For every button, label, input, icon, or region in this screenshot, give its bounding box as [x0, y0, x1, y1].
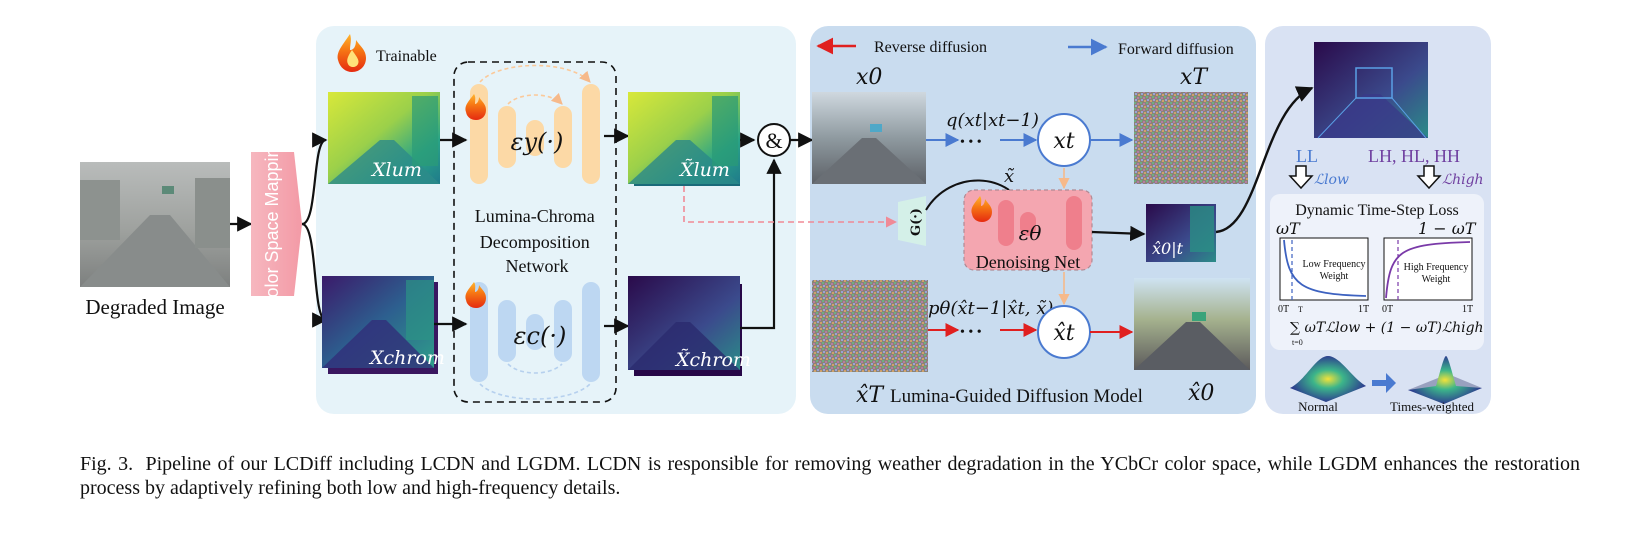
low-plot-axis-start: 0T [1278, 304, 1289, 315]
xt-label: xt [1053, 129, 1074, 154]
arrow-chrom-to-merge [740, 158, 782, 330]
x0-image [812, 92, 926, 184]
xT-hat-label: x̂T [856, 383, 885, 408]
g-function-block [898, 196, 926, 246]
p-expression: pθ(x̂t−1|x̂t, x̃) [928, 298, 1053, 319]
normal-label: Normal [1298, 399, 1338, 414]
arrow-to-lum [301, 132, 328, 226]
denoising-net-label: Denoising Net [976, 252, 1080, 272]
eps-theta-label: εθ [1019, 221, 1042, 245]
fire-icon [465, 94, 486, 120]
lcdn-name-line1: Lumina-Chroma [475, 206, 595, 226]
high-down-arrow [1416, 165, 1442, 190]
eps-c-label: εc(·) [514, 322, 567, 350]
color-space-mapping-block: Color Space Mapping [251, 137, 302, 311]
g-function-label: G(·) [909, 208, 924, 236]
figure-caption: Fig. 3. Pipeline of our LCDiff including… [80, 452, 1580, 500]
times-weighted-surface-plot [1408, 356, 1482, 404]
lcdn-name: Lumina-Chroma Decomposition Network [475, 206, 599, 276]
high-freq-weight-line1: High Frequency [1404, 262, 1469, 273]
low-freq-weight-line1: Low Frequency [1302, 259, 1365, 270]
eps-y-label: εy(·) [511, 128, 564, 156]
degraded-image-label: Degraded Image [85, 295, 224, 319]
x-lum-image [328, 92, 440, 184]
xT-hat-noise-image [812, 280, 928, 372]
fire-icon [337, 34, 366, 72]
omega-t-label: ωT [1276, 219, 1301, 238]
sum-formula: ∑ ωTℒlow + (1 − ωT)ℒhigh [1290, 320, 1484, 336]
q-expression: q(xt|xt−1) [946, 110, 1039, 131]
trainable-label: Trainable [376, 48, 437, 65]
chrom-unet [470, 282, 600, 400]
sum-top-index: T [1298, 305, 1303, 314]
color-space-mapping-text: Color Space Mapping [262, 137, 282, 310]
high-plot-axis-start: 0T [1382, 304, 1393, 315]
x-lum-tilde-image [628, 92, 740, 186]
lumina-guidance-line [683, 186, 898, 228]
lgdm-title: Lumina-Guided Diffusion Model [890, 386, 1143, 407]
figure-number: Fig. 3. [80, 453, 134, 475]
reverse-dots: • • • [960, 325, 982, 340]
x-chrom-tilde-image [628, 276, 742, 376]
ll-label: LL [1296, 146, 1318, 166]
arrow-denoiser-to-x0t [1091, 225, 1146, 242]
x-tilde-label: x̃ [1004, 166, 1015, 187]
forward-diffusion-label: Forward diffusion [1118, 41, 1234, 58]
high-frequency-weight-plot [1383, 237, 1473, 301]
degraded-image [80, 162, 230, 287]
x-chrom-label: Xchrom [368, 347, 445, 369]
denoising-net [963, 189, 1093, 271]
loss-high-label: ℒhigh [1442, 172, 1484, 188]
transform-arrow [1372, 373, 1396, 393]
high-freq-weight-line2: Weight [1422, 274, 1451, 285]
wavelet-image [1314, 42, 1428, 139]
x0-label: x0 [856, 65, 882, 90]
lcdn-name-line2: Decomposition [480, 232, 590, 252]
xT-noise-image [1134, 92, 1248, 184]
normal-surface-plot [1290, 356, 1366, 402]
high-plot-axis-end: 1T [1462, 304, 1473, 315]
x0-given-t-label: x̂0|t [1152, 239, 1184, 258]
dynamic-loss-title: Dynamic Time-Step Loss [1295, 202, 1459, 219]
svg-text:Color Space Mapping: Color Space Mapping [262, 137, 282, 310]
sum-bottom-index: t=0 [1292, 338, 1303, 347]
high-freq-bands-label: LH, HL, HH [1368, 146, 1460, 166]
forward-dots: • • • [960, 135, 982, 150]
x-lum-label: Xlum [370, 159, 422, 181]
caption-text: Pipeline of our LCDiff including LCDN an… [80, 453, 1580, 499]
lcdn-name-line3: Network [506, 256, 569, 276]
x0-given-t-image [1146, 204, 1216, 262]
x-lum-tilde-label: X̃lum [678, 159, 730, 181]
x-chrom-image [322, 276, 438, 374]
one-minus-omega-t-label: 1 − ωT [1418, 219, 1477, 238]
fire-icon [465, 282, 486, 308]
reverse-diffusion-label: Reverse diffusion [874, 39, 987, 56]
xT-label: xT [1180, 65, 1209, 90]
low-freq-weight-line2: Weight [1320, 271, 1349, 282]
x-chrom-tilde-label: X̃chrom [674, 349, 751, 371]
low-plot-axis-end: 1T [1358, 304, 1369, 315]
lcdn-network-box [453, 61, 617, 403]
low-frequency-weight-plot [1279, 237, 1369, 301]
dynamic-loss-box [1270, 194, 1484, 350]
times-weighted-label: Times-weighted [1390, 399, 1475, 414]
fire-icon [971, 196, 992, 222]
merge-symbol: & [765, 128, 782, 153]
x0-hat-label: x̂0 [1188, 381, 1214, 406]
xt-hat-label: x̂t [1053, 321, 1074, 346]
ll-down-arrow [1288, 165, 1314, 190]
loss-low-label: ℒlow [1314, 172, 1349, 188]
pipeline-figure: Degraded Image Color Space Mapping Train… [80, 26, 1491, 414]
x0-hat-image [1134, 278, 1250, 370]
arrow-x0t-to-wavelet [1215, 86, 1314, 234]
